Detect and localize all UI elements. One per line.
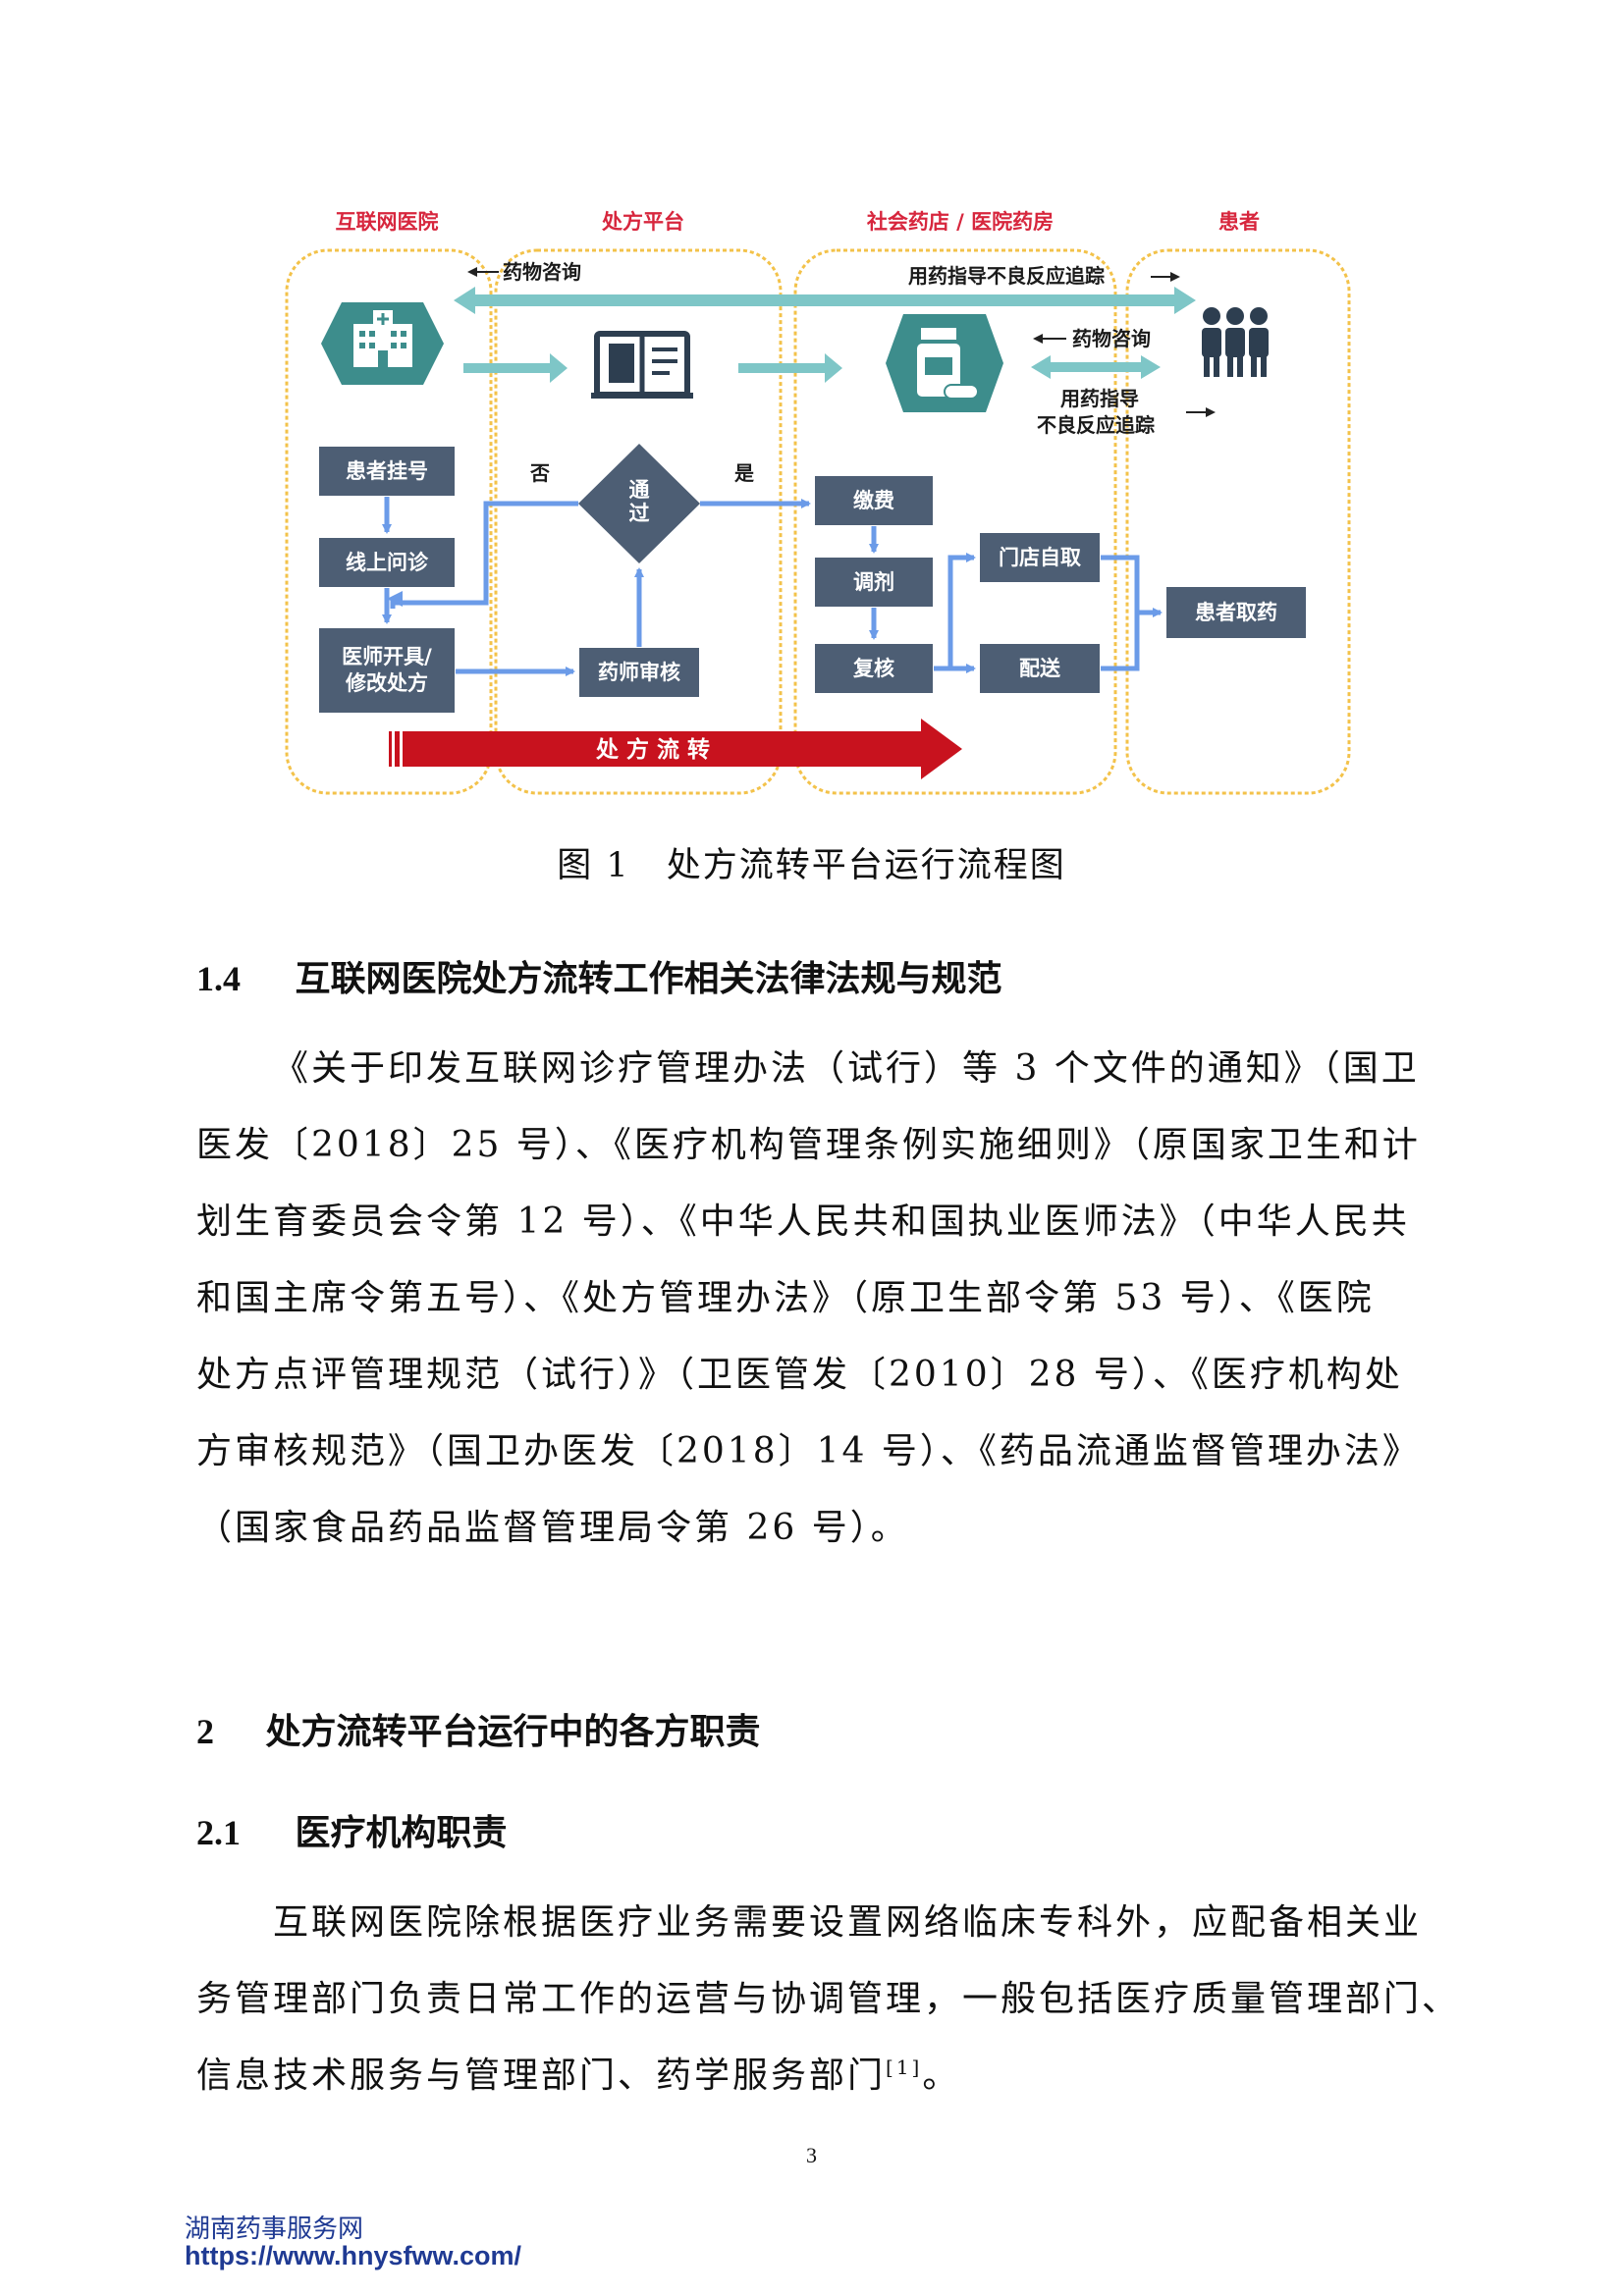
section-2-number: 2 [196,1712,214,1751]
section-1-4-number: 1.4 [196,959,241,998]
footer-url-link[interactable]: https://www.hnysfww.com/ [185,2241,522,2270]
paragraph-line: 和国主席令第五号）、《处方管理办法》（原卫生部令第 53 号）、《医院 [196,1278,1375,1318]
box-patient-pickup: 患者取药 [1166,587,1306,638]
label-guidance-line1: 用药指导 [1060,387,1139,410]
flow-arrow-1 [463,353,568,383]
hospital-icon [321,302,444,385]
lane-title-pharmacy: 社会药店 / 医院药房 [866,210,1054,234]
rx-flow-label: 处 方 流 转 [595,736,710,763]
prescription-book-icon [591,331,693,399]
lane-internet-hospital [285,248,493,795]
lane-pharmacy [793,248,1117,795]
section-2-1-paragraph: 互联网医院除根据医疗业务需要设置网络临床专科外，应配备相关业 务管理部门负责日常… [196,1885,1461,2114]
paragraph-line: 务管理部门负责日常工作的运营与协调管理，一般包括医疗质量管理部门、 [196,1979,1461,2019]
paragraph-line: 医发〔2018〕25 号）、《医疗机构管理条例实施细则》（原国家卫生和计 [196,1125,1421,1165]
consult-double-arrow-right [1031,355,1161,379]
lane-title-rx-platform: 处方平台 [601,210,684,234]
section-2-1-heading: 2.1 医疗机构职责 [196,1804,508,1855]
citation-link[interactable]: [1] [886,2056,923,2079]
label-no: 否 [529,461,550,485]
box-doctor-rx-line1: 医师开具/ [342,645,432,668]
box-doctor-rx-line2: 修改处方 [345,671,428,695]
section-1-4-heading: 1.4 互联网医院处方流转工作相关法律法规与规范 [196,950,1002,1001]
consult-double-arrow [454,287,1196,314]
label-guidance-tracking-top: 用药指导不良反应追踪 [908,264,1105,288]
paragraph-line: 方审核规范》（国卫办医发〔2018〕14 号）、《药品流通监督管理办法》 [196,1431,1421,1471]
box-dispense-label: 调剂 [853,570,894,594]
paragraph-text: 信息技术服务与管理部门、药学服务部门 [196,2056,887,2096]
box-pharmacist-review: 药师审核 [579,648,699,697]
box-online-consult-label: 线上问诊 [346,551,429,574]
box-pay: 缴费 [815,476,933,525]
box-store-pickup-label: 门店自取 [999,546,1081,569]
box-patient-pickup-label: 患者取药 [1195,601,1277,624]
section-2-heading: 2 处方流转平台运行中的各方职责 [196,1703,761,1754]
section-2-1-title: 医疗机构职责 [295,1812,508,1853]
label-guidance-line2: 不良反应追踪 [1037,413,1155,437]
box-pharmacist-review-label: 药师审核 [598,661,680,684]
paragraph-line: 处方点评管理规范（试行）》（卫医管发〔2010〕28 号）、《医疗机构处 [196,1355,1403,1395]
flow-arrow-2 [738,353,842,383]
footer-site-name: 湖南药事服务网 [185,2215,364,2244]
box-doctor-rx: 医师开具/ 修改处方 [319,628,455,713]
box-dispense: 调剂 [815,558,933,607]
decision-pass-line2: 过 [629,502,650,525]
box-store-pickup: 门店自取 [980,533,1100,582]
paragraph-line: 《关于印发互联网诊疗管理办法（试行）等 3 个文件的通知》（国卫 [273,1048,1420,1089]
paragraph-end: 。 [922,2056,961,2096]
box-delivery-label: 配送 [1019,657,1061,680]
box-recheck: 复核 [815,644,933,693]
figure-caption: 图 1 处方流转平台运行流程图 [557,846,1066,885]
box-pay-label: 缴费 [853,489,894,512]
label-yes: 是 [733,461,754,485]
box-delivery: 配送 [980,644,1100,693]
paragraph-line: （国家食品药品监督管理局令第 26 号）。 [196,1508,909,1548]
patients-icon [1202,307,1269,377]
section-1-4-paragraph: 《关于印发互联网诊疗管理办法（试行）等 3 个文件的通知》（国卫 医发〔2018… [196,1031,1443,1567]
lane-title-internet-hospital: 互联网医院 [336,210,439,234]
lane-patient [1125,248,1351,795]
connectors [382,497,1163,676]
box-register-label: 患者挂号 [346,459,428,483]
paragraph-line: 信息技术服务与管理部门、药学服务部门[1]。 [196,2038,1443,2114]
lane-title-patient: 患者 [1218,210,1260,234]
label-drug-consult-right: 药物咨询 [1072,327,1151,350]
box-online-consult: 线上问诊 [319,538,455,587]
paragraph-line: 互联网医院除根据医疗业务需要设置网络临床专科外，应配备相关业 [273,1902,1423,1943]
section-2-1-number: 2.1 [196,1813,241,1852]
flowchart-figure: 互联网医院 处方平台 社会药店 / 医院药房 患者 药物咨询 用药指导不良反应追… [285,210,1351,795]
box-register: 患者挂号 [319,447,455,496]
decision-pass-line1: 通 [629,478,650,502]
label-drug-consult-top: 药物咨询 [503,260,581,284]
medicine-bottle-icon [886,314,1003,412]
return-arrowhead [387,591,403,607]
paragraph-line: 划生育委员会令第 12 号）、《中华人民共和国执业医师法》（中华人民共 [196,1201,1410,1242]
section-1-4-title: 互联网医院处方流转工作相关法律法规与规范 [295,958,1002,999]
section-2-title: 处方流转平台运行中的各方职责 [265,1711,761,1752]
decision-pass: 通 过 [578,444,700,563]
rx-flow-arrow: 处 方 流 转 [389,719,962,779]
lane-rx-platform [494,248,783,795]
box-recheck-label: 复核 [852,657,894,680]
page-number: 3 [806,2143,817,2167]
